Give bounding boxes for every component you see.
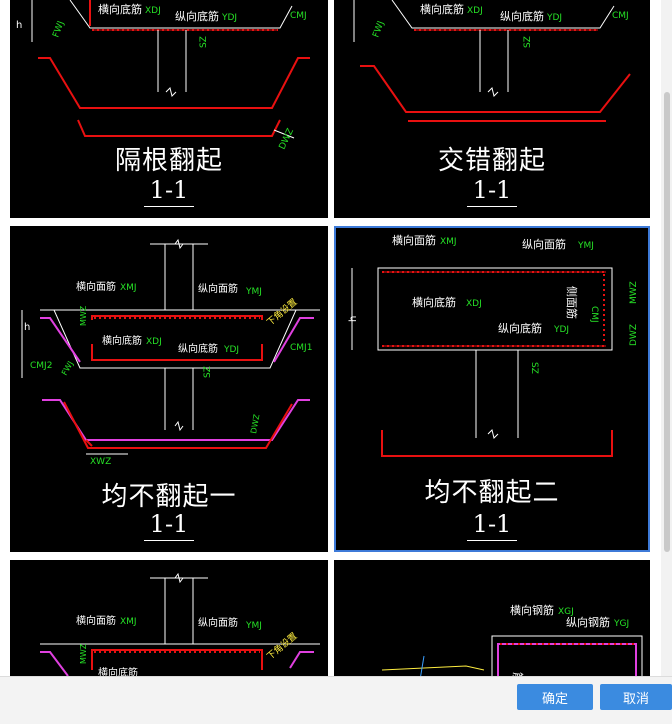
svg-text:DWZ: DWZ xyxy=(629,324,639,346)
tile-title: 均不翻起一 xyxy=(101,482,237,512)
tile-option-5[interactable]: 横向面筋 XMJ 纵向面筋 YMJ 横向底筋 下角设置 MWZ xyxy=(10,560,328,676)
svg-text:XDJ: XDJ xyxy=(145,6,161,16)
svg-text:XGJ: XGJ xyxy=(558,607,574,617)
section-label: 1-1 xyxy=(10,510,328,541)
svg-text:MWZ: MWZ xyxy=(79,305,88,326)
svg-text:横向底筋: 横向底筋 xyxy=(420,2,464,16)
tile-option-1[interactable]: h 横向底筋 XDJ 纵向底筋 YDJ CMJ SZ FWJ DWZ 隔根翻起 … xyxy=(10,0,328,218)
scrollbar-thumb[interactable] xyxy=(664,92,670,552)
svg-text:FWJ: FWJ xyxy=(60,360,75,377)
svg-text:XMJ: XMJ xyxy=(440,237,457,247)
svg-text:下角设置: 下角设置 xyxy=(264,630,299,662)
cancel-button[interactable]: 取消 xyxy=(600,684,672,710)
svg-text:h: h xyxy=(348,316,359,322)
svg-text:SZ: SZ xyxy=(203,366,213,378)
section-label: 1-1 xyxy=(10,176,328,207)
svg-text:横向底筋: 横向底筋 xyxy=(102,334,142,347)
svg-text:YDJ: YDJ xyxy=(221,13,237,23)
svg-text:XDJ: XDJ xyxy=(467,6,483,16)
svg-text:横向底筋: 横向底筋 xyxy=(412,295,456,309)
section-label: 1-1 xyxy=(334,176,650,207)
svg-text:YMJ: YMJ xyxy=(577,241,594,251)
svg-text:YDJ: YDJ xyxy=(553,325,569,335)
tile-option-4[interactable]: h 横向面筋 XMJ 纵向面筋 YMJ 横向底筋 XDJ 纵向底筋 YDJ 侧面… xyxy=(334,226,650,552)
tile-option-2[interactable]: 横向底筋 XDJ 纵向底筋 YDJ CMJ SZ FWJ 交错翻起 1-1 xyxy=(334,0,650,218)
svg-text:YGJ: YGJ xyxy=(613,619,629,629)
svg-text:DWZ: DWZ xyxy=(249,413,261,434)
svg-text:MWZ: MWZ xyxy=(629,281,639,304)
svg-text:纵向底筋: 纵向底筋 xyxy=(175,9,219,23)
rebar-diagram: 横向钢筋 XGJ 纵向钢筋 YGJ 筋 xyxy=(381,603,643,676)
svg-text:XDJ: XDJ xyxy=(146,337,162,347)
svg-text:纵向底筋: 纵向底筋 xyxy=(498,321,542,335)
svg-text:YMJ: YMJ xyxy=(245,287,262,297)
svg-text:YMJ: YMJ xyxy=(245,621,262,631)
diagram-grid: h 横向底筋 XDJ 纵向底筋 YDJ CMJ SZ FWJ DWZ 隔根翻起 … xyxy=(0,0,661,676)
tile-title: 均不翻起二 xyxy=(424,478,560,508)
svg-text:横向底筋: 横向底筋 xyxy=(98,666,138,676)
svg-text:CMJ: CMJ xyxy=(589,306,599,323)
svg-text:h: h xyxy=(16,20,22,31)
svg-text:横向面筋: 横向面筋 xyxy=(76,280,116,293)
ok-button[interactable]: 确定 xyxy=(517,684,593,710)
rebar-diagram: 横向底筋 XDJ 纵向底筋 YDJ CMJ SZ FWJ xyxy=(353,0,631,122)
svg-text:纵向底筋: 纵向底筋 xyxy=(178,342,218,355)
tile-option-3[interactable]: 横向面筋 XMJ 纵向面筋 YMJ 横向底筋 XDJ 纵向底筋 YDJ CMJ1… xyxy=(10,226,328,552)
tile-title: 交错翻起 xyxy=(437,146,546,176)
svg-text:纵向面筋: 纵向面筋 xyxy=(198,616,238,629)
svg-text:SZ: SZ xyxy=(529,362,539,374)
svg-text:筋: 筋 xyxy=(511,672,525,676)
vertical-scrollbar[interactable] xyxy=(661,0,672,676)
svg-text:YDJ: YDJ xyxy=(546,13,562,23)
label-hengxiang-dijin: 横向底筋 xyxy=(98,2,142,16)
svg-text:XWZ: XWZ xyxy=(90,457,111,467)
svg-text:FWJ: FWJ xyxy=(371,20,386,39)
tile-option-6[interactable]: 横向钢筋 XGJ 纵向钢筋 YGJ 筋 xyxy=(334,560,650,676)
tile-title: 隔根翻起 xyxy=(114,146,223,176)
svg-text:横向面筋: 横向面筋 xyxy=(392,233,436,247)
svg-text:MWZ: MWZ xyxy=(79,643,88,664)
svg-text:纵向钢筋: 纵向钢筋 xyxy=(566,615,610,629)
svg-text:XMJ: XMJ xyxy=(120,617,137,627)
rebar-diagram: h 横向底筋 XDJ 纵向底筋 YDJ CMJ SZ FWJ DWZ xyxy=(16,0,310,151)
svg-text:CMJ2: CMJ2 xyxy=(30,361,52,371)
rebar-diagram: 横向面筋 XMJ 纵向面筋 YMJ 横向底筋 下角设置 MWZ xyxy=(40,572,320,676)
svg-text:横向面筋: 横向面筋 xyxy=(76,614,116,627)
svg-text:CMJ: CMJ xyxy=(290,11,307,21)
svg-text:YDJ: YDJ xyxy=(223,345,239,355)
svg-text:侧面筋: 侧面筋 xyxy=(565,286,579,319)
svg-text:CMJ: CMJ xyxy=(612,11,629,21)
svg-text:CMJ1: CMJ1 xyxy=(290,343,312,353)
svg-text:纵向面筋: 纵向面筋 xyxy=(522,237,566,251)
svg-text:纵向面筋: 纵向面筋 xyxy=(198,282,238,295)
svg-text:横向钢筋: 横向钢筋 xyxy=(510,603,554,617)
svg-text:下角设置: 下角设置 xyxy=(264,296,299,328)
svg-text:纵向底筋: 纵向底筋 xyxy=(500,9,544,23)
svg-text:XMJ: XMJ xyxy=(120,283,137,293)
svg-text:XDJ: XDJ xyxy=(466,299,482,309)
section-label: 1-1 xyxy=(336,510,648,541)
svg-text:SZ: SZ xyxy=(199,36,209,48)
svg-text:h: h xyxy=(24,322,30,333)
svg-text:FWJ: FWJ xyxy=(51,20,66,39)
rebar-diagram: 横向面筋 XMJ 纵向面筋 YMJ 横向底筋 XDJ 纵向底筋 YDJ CMJ1… xyxy=(21,238,320,467)
svg-text:SZ: SZ xyxy=(523,36,533,48)
rebar-diagram: h 横向面筋 XMJ 纵向面筋 YMJ 横向底筋 XDJ 纵向底筋 YDJ 侧面… xyxy=(348,233,639,457)
